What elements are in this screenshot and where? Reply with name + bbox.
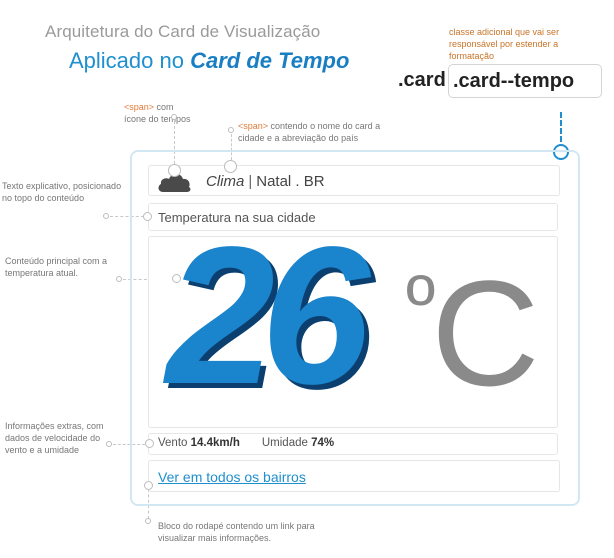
span-icon-note-dot (171, 114, 177, 120)
info-anchor-dot (145, 439, 154, 448)
unit-letter: C (431, 249, 540, 417)
humidity-value: 74% (311, 437, 335, 449)
temperature-value: 26 (166, 206, 370, 425)
diagram-subtitle: Aplicado no Card de Tempo (69, 48, 349, 74)
header-label: Clima (206, 173, 245, 190)
main-note-dot (116, 276, 122, 282)
card-footer-box (148, 460, 560, 492)
footer-note-dot (145, 518, 151, 524)
class-connector-line (560, 112, 562, 142)
card-subtitle: Temperatura na sua cidade (158, 210, 316, 225)
degree-symbol: º (406, 259, 436, 348)
main-anchor-dot (172, 274, 181, 283)
subtitle-note: Texto explicativo, posicionado no topo d… (2, 181, 122, 203)
wind-label: Vento (158, 437, 188, 449)
header-separator: | (248, 173, 253, 190)
card-info: Vento 14.4km/h Umidade 74% (158, 437, 334, 449)
modifier-class: .card--tempo (448, 64, 602, 98)
temperature-unit: ºC (406, 258, 540, 408)
span-icon-connector (174, 121, 175, 169)
subtitle-connector (110, 216, 144, 217)
wind-value: 14.4km/h (190, 437, 240, 449)
class-connector-dot (553, 144, 569, 160)
cloud-icon (158, 174, 191, 192)
base-class: .card (398, 69, 446, 91)
footer-link[interactable]: Ver em todos os bairros (158, 469, 306, 485)
card-main-box (148, 236, 558, 428)
card-subtitle-box (148, 203, 558, 231)
subtitle-note-dot (103, 213, 109, 219)
span-city-connector (231, 134, 232, 160)
card-header-text: Clima|Natal . BR (206, 173, 325, 190)
city-anchor-dot (224, 160, 237, 173)
diagram-title: Arquitetura do Card de Visualização (45, 22, 321, 41)
extra-note-dot (106, 441, 112, 447)
css-class-label: .card .card--tempo (398, 64, 604, 98)
span-icon-note: <span> com ícone do tempos (124, 102, 191, 124)
header-location: Natal . BR (256, 173, 325, 190)
subtitle-anchor-dot (143, 212, 152, 221)
main-note: Conteúdo principal com a temperatura atu… (5, 256, 108, 278)
span-city-note-dot (228, 127, 234, 133)
card-header (148, 165, 560, 196)
footer-note: Bloco do rodapé contendo um link para vi… (158, 521, 315, 543)
subtitle-emphasis: Card de Tempo (190, 48, 350, 73)
icon-anchor-dot (168, 164, 181, 177)
extra-note: Informações extras, com dados de velocid… (5, 421, 104, 455)
subtitle-prefix: Aplicado no (69, 48, 191, 73)
span-city-note: <span> contendo o nome do card a cidade … (238, 121, 381, 143)
extra-connector (113, 444, 145, 445)
class-note: classe adicional que vai ser responsável… (449, 27, 560, 61)
card-container (130, 150, 580, 506)
footer-anchor-dot (144, 481, 153, 490)
humidity-label: Umidade (261, 437, 308, 449)
